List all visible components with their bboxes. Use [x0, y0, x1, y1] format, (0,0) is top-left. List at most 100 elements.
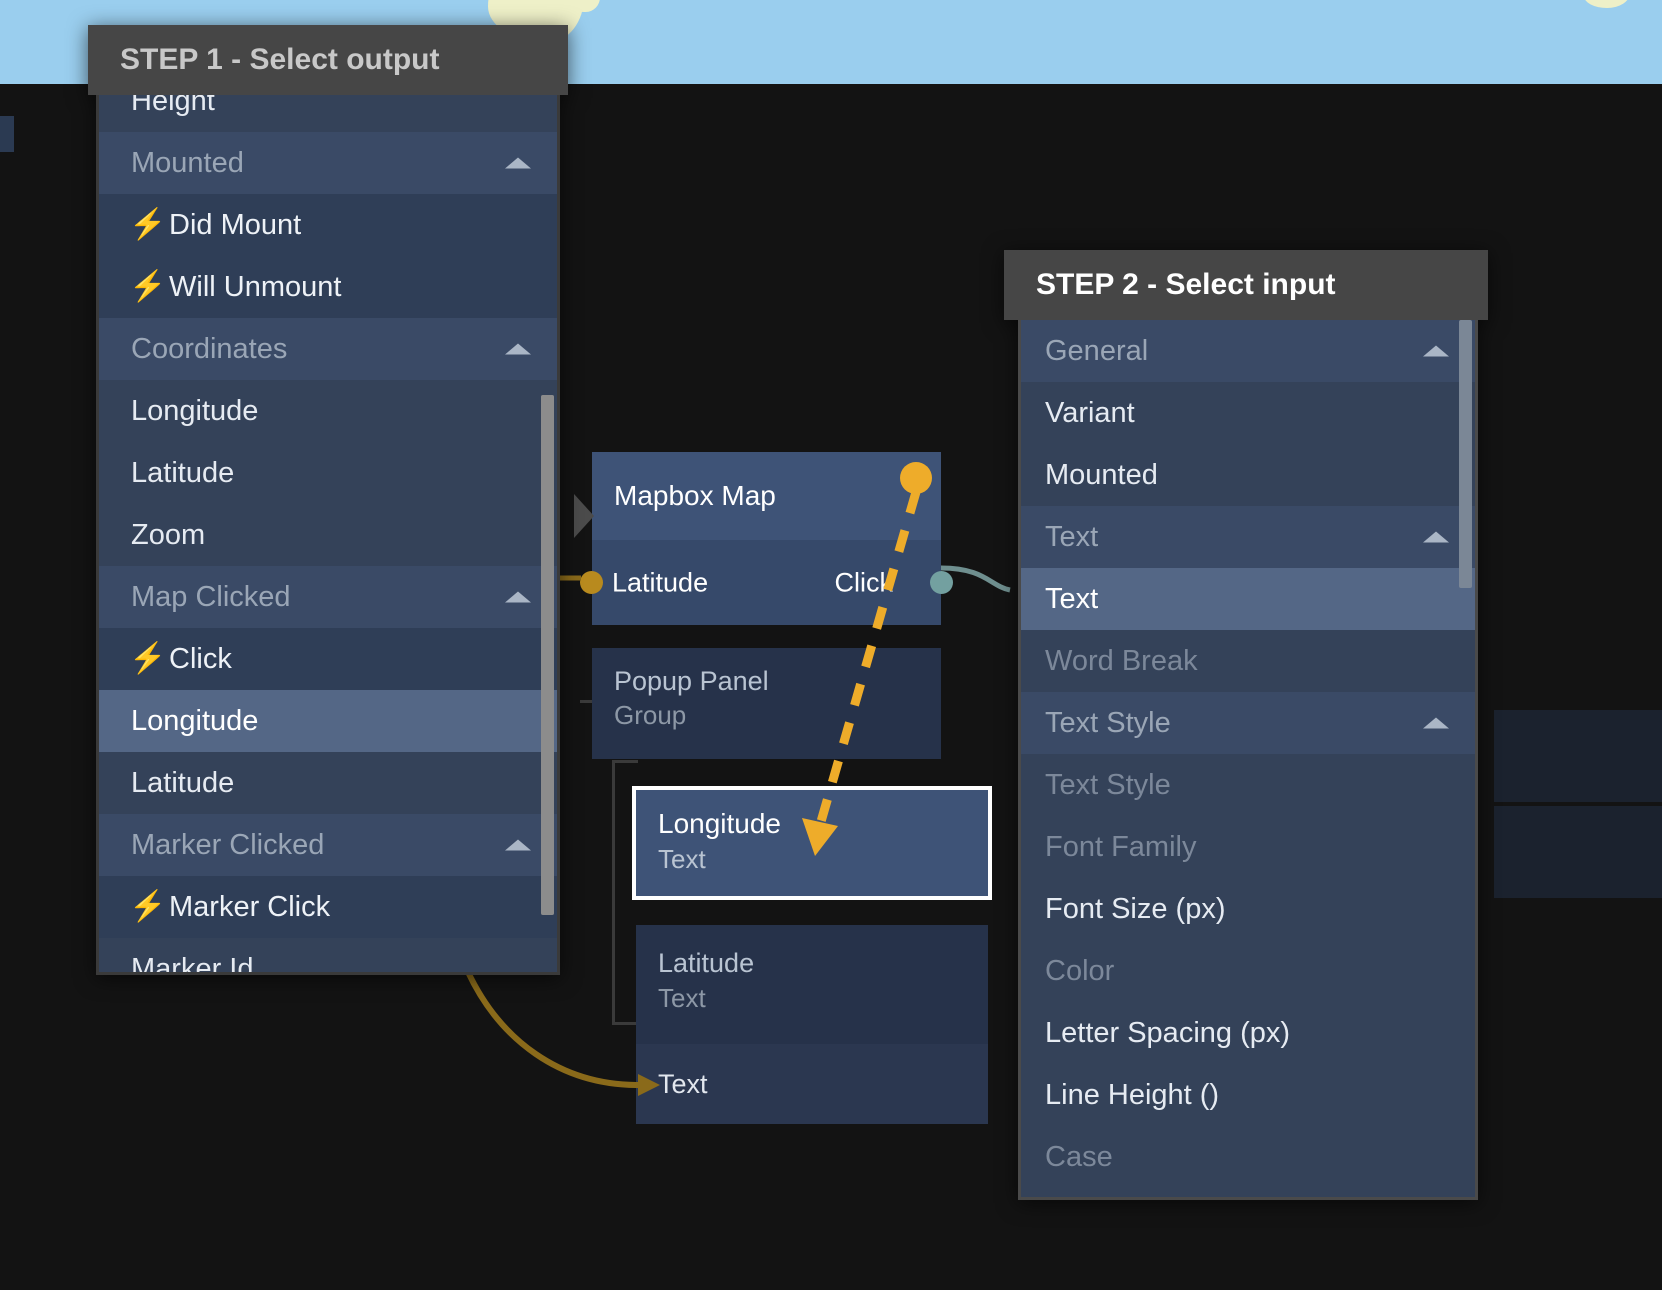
step2-row-font-size-px[interactable]: Font Size (px)	[1021, 878, 1475, 940]
node-text[interactable]: Text	[636, 1044, 988, 1124]
step2-row-mounted[interactable]: Mounted	[1021, 444, 1475, 506]
step1-row-label: Height	[131, 95, 215, 117]
background-node	[1494, 806, 1662, 898]
chevron-up-icon[interactable]	[505, 157, 531, 169]
step1-row-label: Latitude	[131, 456, 235, 489]
step1-row-label: Click	[169, 642, 232, 675]
node-popup-panel-subtitle: Group	[614, 700, 687, 730]
step1-row-marker-id[interactable]: Marker Id	[99, 938, 557, 975]
step1-row-label: Longitude	[131, 704, 259, 737]
node-popup-panel[interactable]: Popup Panel Group	[592, 648, 941, 759]
chevron-up-icon[interactable]	[505, 839, 531, 851]
step1-row-latitude[interactable]: Latitude	[99, 442, 557, 504]
step2-row-color[interactable]: Color	[1021, 940, 1475, 1002]
step2-row-label: Case	[1045, 1140, 1113, 1173]
step2-row-text[interactable]: Text	[1021, 568, 1475, 630]
step2-row-text-style[interactable]: Text Style	[1021, 692, 1475, 754]
step1-row-label: Zoom	[131, 518, 206, 551]
step1-row-map-clicked[interactable]: Map Clicked	[99, 566, 557, 628]
step1-row-label: Marker Id	[131, 952, 254, 975]
input-port-dot[interactable]	[580, 571, 603, 594]
step1-row-label: Mounted	[131, 146, 244, 179]
step1-row-zoom[interactable]: Zoom	[99, 504, 557, 566]
step1-row-did-mount[interactable]: ⚡Did Mount	[99, 194, 557, 256]
chevron-up-icon[interactable]	[1423, 345, 1449, 357]
step2-row-variant[interactable]: Variant	[1021, 382, 1475, 444]
step1-row-coordinates[interactable]: Coordinates	[99, 318, 557, 380]
step2-row-label: Font Family	[1045, 830, 1197, 863]
bolt-icon: ⚡	[129, 890, 167, 923]
step2-row-label: Variant	[1045, 396, 1135, 429]
step2-row-label: Word Break	[1045, 644, 1198, 677]
chevron-up-icon[interactable]	[1423, 531, 1449, 543]
tree-guide-line	[612, 760, 615, 1025]
chevron-up-icon[interactable]	[1423, 717, 1449, 729]
step2-row-text[interactable]: Text	[1021, 506, 1475, 568]
output-port-dot[interactable]	[930, 571, 953, 594]
step1-row-longitude[interactable]: Longitude	[99, 690, 557, 752]
collapse-arrow-icon[interactable]	[574, 494, 594, 538]
step1-row-click[interactable]: ⚡Click	[99, 628, 557, 690]
step1-row-label: Marker Clicked	[131, 828, 325, 861]
node-mapbox-map[interactable]: Mapbox Map Latitude Click	[574, 452, 953, 625]
step1-row-label: Will Unmount	[169, 270, 342, 303]
step1-row-height[interactable]: Height	[99, 95, 557, 132]
map-landmass-shape	[566, 0, 600, 12]
step2-row-letter-spacing-px[interactable]: Letter Spacing (px)	[1021, 1002, 1475, 1064]
step2-row-label: Line Height ()	[1045, 1078, 1220, 1111]
step2-row-text-style[interactable]: Text Style	[1021, 754, 1475, 816]
step2-row-label: Text	[1045, 520, 1099, 553]
node-longitude-subtitle: Text	[658, 844, 706, 874]
bolt-icon: ⚡	[129, 642, 167, 675]
step1-row-label: Coordinates	[131, 332, 288, 365]
step2-row-line-height[interactable]: Line Height ()	[1021, 1064, 1475, 1126]
step1-row-label: Longitude	[131, 394, 259, 427]
node-text-label: Text	[658, 1068, 708, 1099]
step1-row-mounted[interactable]: Mounted	[99, 132, 557, 194]
step2-row-general[interactable]: General	[1021, 320, 1475, 382]
bolt-icon: ⚡	[129, 270, 167, 303]
map-landmass-shape	[1584, 0, 1630, 8]
step1-row-label: Marker Click	[169, 890, 331, 923]
port-label-latitude: Latitude	[612, 567, 709, 597]
node-longitude-text[interactable]: Longitude Text	[632, 786, 992, 900]
step1-scrollbar-thumb[interactable]	[541, 395, 554, 915]
step1-row-label: Latitude	[131, 766, 235, 799]
chevron-up-icon[interactable]	[505, 591, 531, 603]
step2-row-case[interactable]: Case	[1021, 1126, 1475, 1188]
step1-row-label: Did Mount	[169, 208, 302, 241]
node-mapbox-map-ports: Latitude Click	[580, 540, 953, 625]
step2-row-label: General	[1045, 334, 1149, 367]
offscreen-node-stub	[0, 116, 14, 152]
node-latitude-subtitle: Text	[658, 983, 706, 1013]
step1-row-will-unmount[interactable]: ⚡Will Unmount	[99, 256, 557, 318]
background-node	[1494, 710, 1662, 802]
step1-scrollbar-track[interactable]	[541, 395, 554, 915]
step2-row-label: Text	[1045, 582, 1099, 615]
step1-row-marker-clicked[interactable]: Marker Clicked	[99, 814, 557, 876]
node-mapbox-map-title: Mapbox Map	[592, 452, 941, 540]
node-latitude-text[interactable]: Latitude Text	[636, 925, 988, 1044]
node-popup-panel-title: Popup Panel	[614, 666, 769, 696]
step2-scrollbar-thumb[interactable]	[1459, 320, 1472, 588]
step2-row-label: Text Style	[1045, 706, 1171, 739]
step1-row-marker-click[interactable]: ⚡Marker Click	[99, 876, 557, 938]
chevron-up-icon[interactable]	[505, 343, 531, 355]
step2-scrollbar-track[interactable]	[1459, 320, 1472, 1197]
tree-guide-line	[612, 760, 638, 763]
step2-row-word-break[interactable]: Word Break	[1021, 630, 1475, 692]
step2-row-font-family[interactable]: Font Family	[1021, 816, 1475, 878]
step2-row-label: Mounted	[1045, 458, 1158, 491]
step2-panel-title: STEP 2 - Select input	[1004, 250, 1488, 320]
step1-row-latitude[interactable]: Latitude	[99, 752, 557, 814]
step1-row-longitude[interactable]: Longitude	[99, 380, 557, 442]
step1-row-label: Map Clicked	[131, 580, 291, 613]
bolt-icon: ⚡	[129, 208, 167, 241]
step2-row-label: Font Size (px)	[1045, 892, 1226, 925]
